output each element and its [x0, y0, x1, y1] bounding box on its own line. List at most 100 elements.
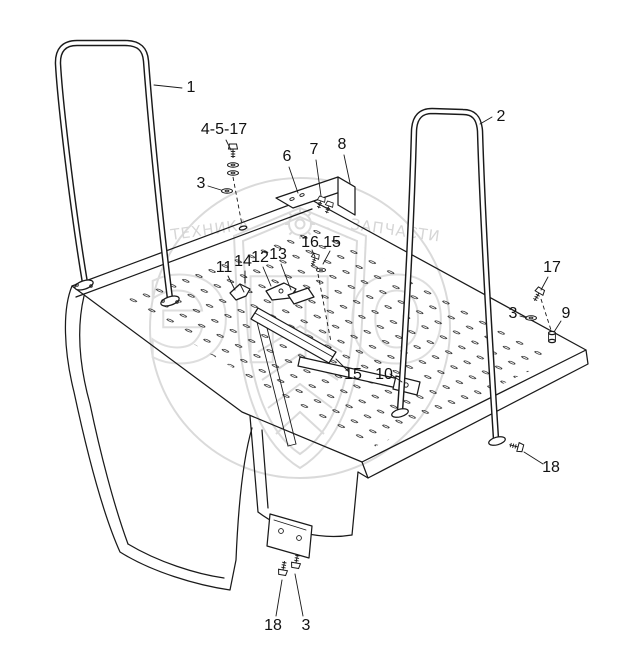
leader-line — [294, 573, 304, 617]
leader-line — [519, 315, 528, 319]
callout-15-bottom: 15 — [335, 358, 362, 383]
callout-label: 7 — [310, 141, 319, 158]
washer-3 — [221, 188, 233, 194]
callout-label: 13 — [269, 246, 287, 263]
bracket-hole — [289, 197, 295, 201]
leader-line — [553, 320, 562, 333]
leader-line — [288, 166, 299, 194]
platform-front-face — [361, 349, 589, 479]
platform-top-face — [71, 197, 587, 463]
bolt-18-right — [507, 439, 525, 454]
callout-10: 10 — [375, 366, 403, 383]
part-13-plate — [287, 287, 315, 305]
callout-label: 10 — [375, 366, 393, 383]
washer-5 — [227, 162, 239, 168]
leader-line — [315, 159, 322, 197]
understructure — [249, 315, 359, 577]
leader-line — [389, 373, 403, 383]
leader-line — [540, 276, 549, 291]
callout-15-top: 15 — [322, 234, 341, 265]
rail-foot — [74, 279, 94, 291]
top-bracket-assembly — [275, 176, 356, 216]
callout-18-right: 18 — [523, 451, 560, 476]
washer-17 — [227, 170, 239, 176]
latch-mechanism — [229, 252, 421, 396]
callout-label: 6 — [283, 148, 292, 165]
bolt-18-bottom — [277, 559, 290, 577]
platform-ledge-line — [75, 208, 313, 298]
handrail-left-part1 — [54, 39, 180, 307]
callout-label: 18 — [264, 617, 282, 634]
fastener-group-right — [525, 285, 557, 344]
bracket-hole — [296, 535, 302, 541]
leader-line — [311, 249, 316, 258]
bolt-axis — [317, 273, 332, 343]
callout-9: 9 — [553, 305, 571, 333]
bracket-flange — [337, 176, 356, 216]
leader-line — [343, 154, 351, 184]
callout-label: 11 — [216, 259, 233, 276]
callout-label: 3 — [197, 175, 206, 192]
mount-hole — [238, 225, 248, 231]
leader-line — [280, 263, 292, 291]
washer-15 — [315, 267, 327, 273]
bolt-axis — [540, 298, 552, 331]
part-14-clip — [229, 283, 251, 301]
callout-label: 15 — [344, 366, 362, 383]
support-rod — [263, 315, 297, 445]
leader-line — [335, 358, 350, 373]
bracket-hole — [299, 193, 305, 197]
callout-label: 4-5-17 — [201, 121, 247, 138]
callout-8: 8 — [338, 136, 351, 184]
bolt-4 — [228, 143, 238, 159]
rail-foot — [488, 436, 506, 446]
callout-7: 7 — [310, 141, 322, 197]
platform-front-joint — [357, 471, 369, 479]
platform — [71, 197, 589, 479]
watermark-text-left: ТЕХНИКА — [169, 215, 251, 244]
bolt-17 — [530, 285, 546, 304]
callout-4-5-17: 4-5-17 — [201, 121, 247, 151]
callout-label: 8 — [338, 136, 347, 153]
callout-12: 12 — [251, 249, 272, 287]
leader-line — [523, 451, 544, 465]
callout-label: 14 — [234, 253, 252, 270]
callout-label: 9 — [562, 305, 571, 322]
callout-label: 16 — [301, 234, 319, 251]
callout-11: 11 — [216, 259, 236, 291]
callout-13: 13 — [269, 246, 292, 291]
callout-17-right: 17 — [540, 259, 561, 291]
leader-line — [153, 84, 183, 89]
callout-label: 18 — [542, 459, 560, 476]
callouts: 1 2 4-5-17 3 6 7 8 16 — [153, 79, 571, 634]
leader-line — [227, 275, 236, 291]
callout-1: 1 — [153, 79, 196, 96]
callout-label: 12 — [251, 249, 269, 266]
callout-18-bottom: 18 — [264, 579, 283, 634]
rail-foot — [391, 408, 409, 418]
callout-label: 2 — [497, 108, 506, 125]
callout-16: 16 — [301, 234, 319, 258]
support-rod — [255, 317, 289, 447]
callout-3-left: 3 — [197, 175, 222, 192]
leader-line — [207, 185, 222, 191]
callout-label: 3 — [302, 617, 311, 634]
callout-label: 17 — [543, 259, 561, 276]
fastener-stack-left — [221, 143, 248, 231]
callout-14: 14 — [234, 253, 252, 284]
spacer-9 — [547, 330, 557, 344]
callout-label: 3 — [509, 305, 518, 322]
rail-foot — [160, 295, 180, 307]
leader-line — [275, 579, 283, 617]
callout-6: 6 — [283, 148, 299, 194]
tread-perforations — [118, 222, 560, 450]
leader-line — [225, 139, 232, 151]
callout-3-right: 3 — [509, 305, 528, 322]
callout-2: 2 — [479, 108, 506, 125]
bottom-bracket — [266, 513, 313, 559]
bolt-axis — [232, 176, 243, 226]
fender-panel — [64, 285, 253, 591]
handrail-right-part2 — [391, 107, 525, 454]
